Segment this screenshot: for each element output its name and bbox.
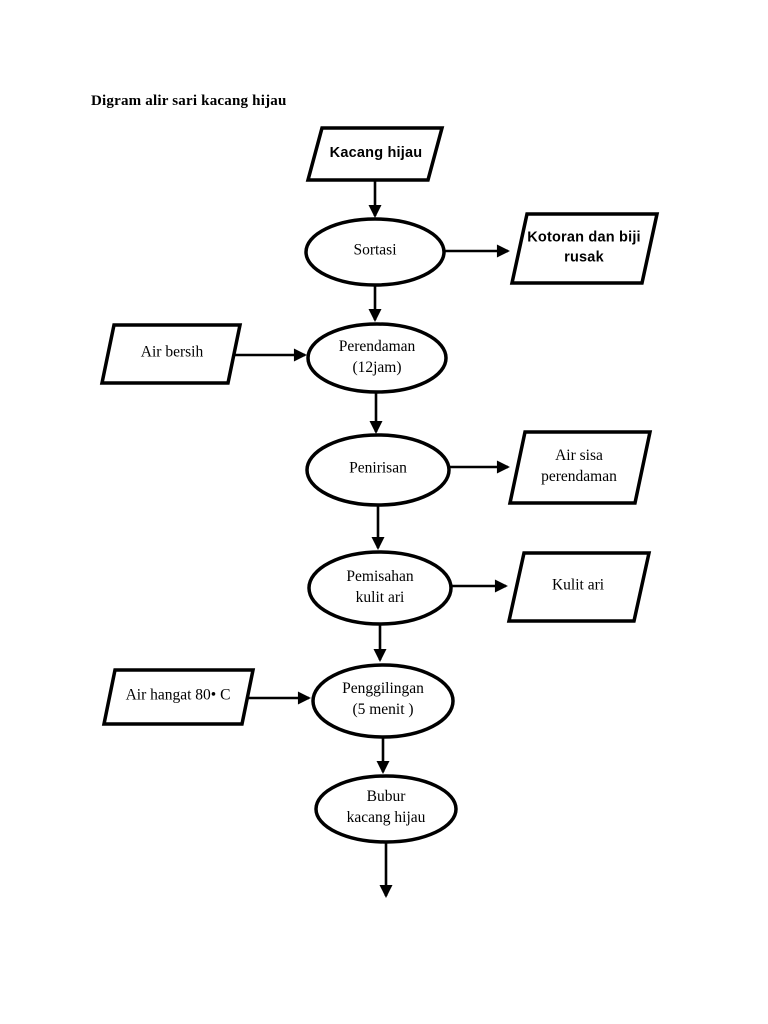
page-title: Digram alir sari kacang hijau — [91, 93, 287, 109]
node-label-bubur: Bubur kacang hijau — [346, 788, 426, 826]
node-label-perendaman: Perendaman (12jam) — [338, 338, 416, 376]
node-label-air-bersih: Air bersih — [140, 343, 204, 361]
parallelogram-air-bersih — [99, 323, 243, 385]
node-label-pemisahan: Pemisahan kulit ari — [346, 568, 414, 606]
node-label-air-hangat: Air hangat 80• C — [125, 686, 231, 704]
node-label-penirisan: Penirisan — [349, 459, 407, 477]
node-label-sortasi: Sortasi — [353, 241, 397, 259]
ellipse-penirisan — [305, 433, 451, 507]
node-label-kulit-ari: Kulit ari — [551, 576, 605, 594]
node-label-kacang-hijau: Kacang hijau — [329, 145, 423, 162]
parallelogram-kulit-ari — [506, 551, 652, 623]
parallelogram-kacang-hijau — [305, 126, 445, 182]
node-label-penggilingan: Penggilingan (5 menit ) — [342, 680, 424, 718]
parallelogram-air-sisa — [507, 430, 653, 505]
parallelogram-kotoran — [509, 212, 660, 285]
node-label-air-sisa: Air sisa perendaman — [541, 447, 617, 485]
parallelogram-air-hangat — [101, 668, 256, 726]
node-label-kotoran: Kotoran dan biji rusak — [527, 229, 641, 265]
